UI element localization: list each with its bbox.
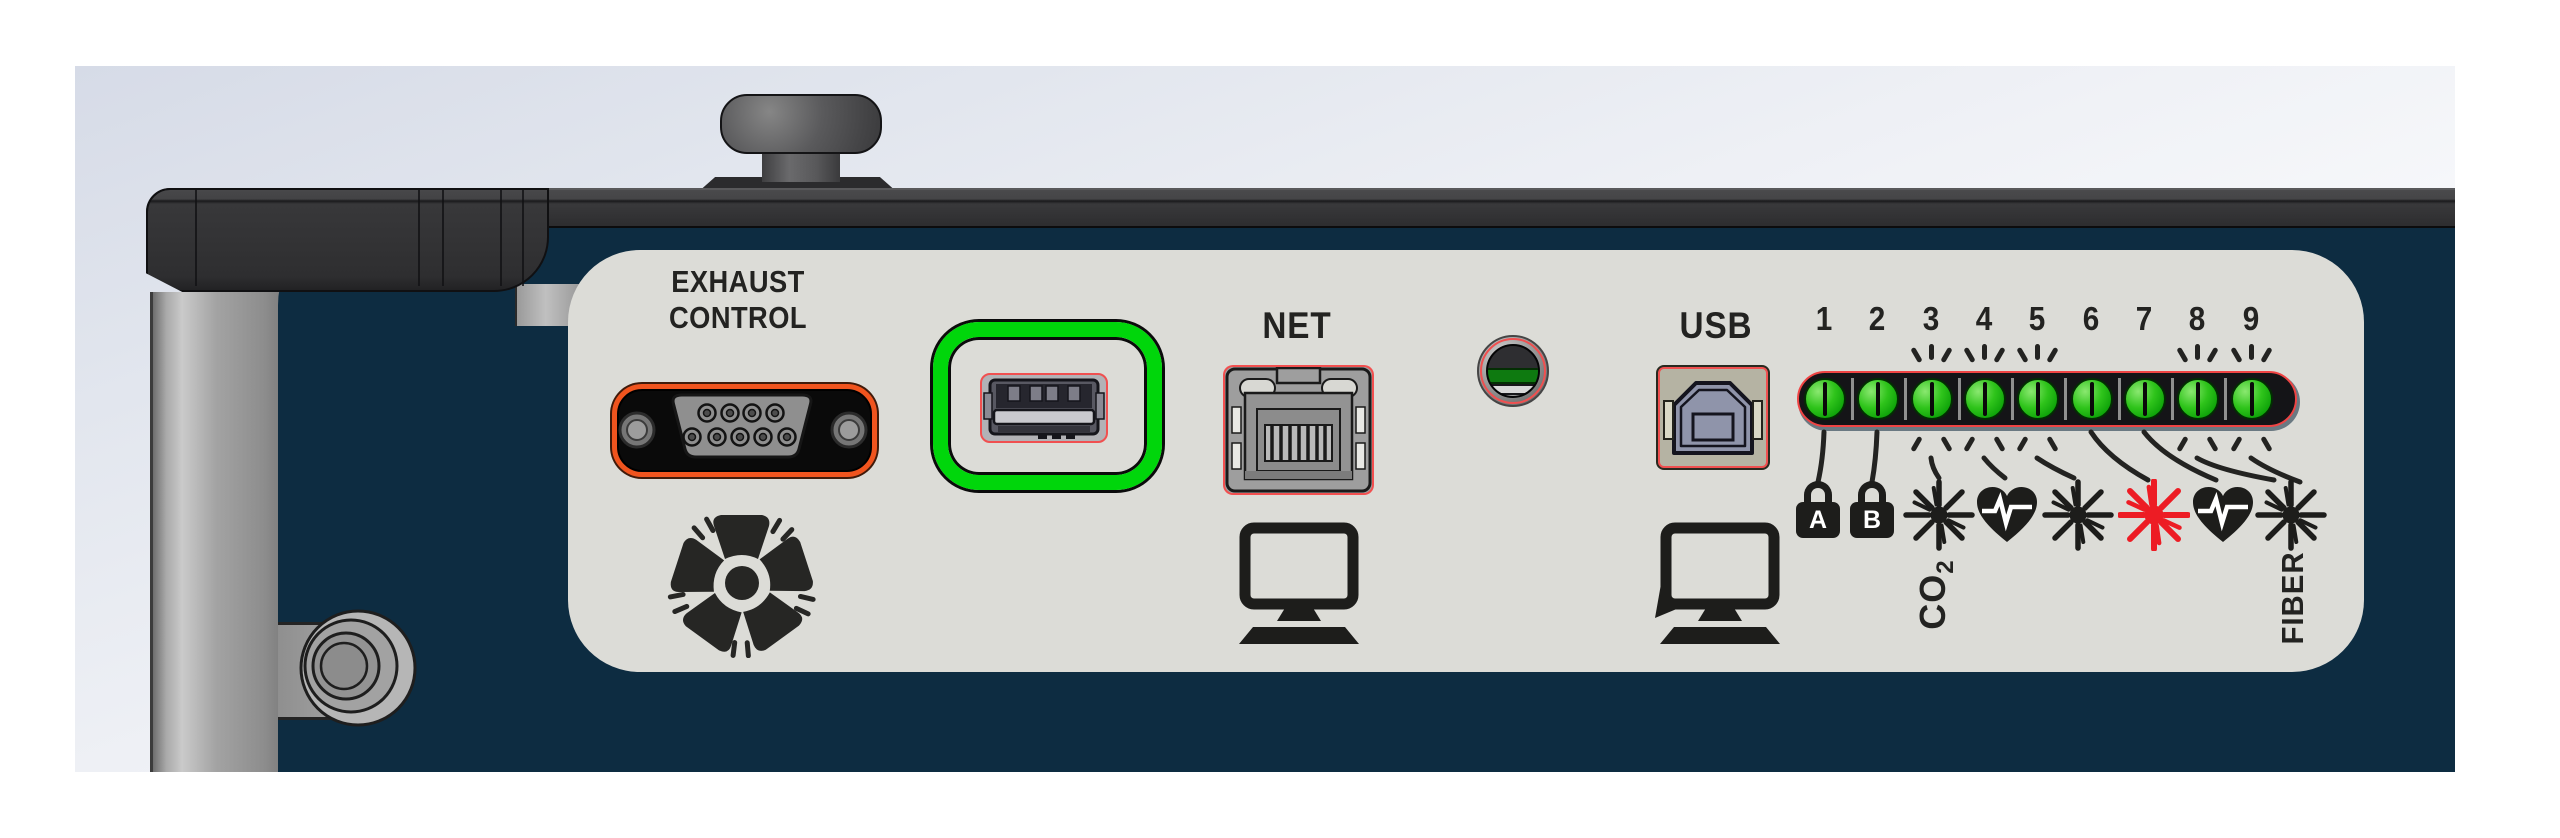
usb-label: USB xyxy=(1679,305,1753,346)
rj45-face xyxy=(1225,367,1372,493)
rail-seam xyxy=(195,190,197,286)
carry-knob xyxy=(720,94,882,154)
exhaust-db9-connector xyxy=(612,384,877,477)
terminal-separator xyxy=(2118,378,2121,420)
usb-b-face xyxy=(1663,381,1763,455)
rail-seam xyxy=(418,190,420,286)
blink-ray xyxy=(2249,344,2254,360)
hinge-barrel xyxy=(299,609,417,727)
rail-seam xyxy=(442,190,444,286)
terminal-number-6: 6 xyxy=(2082,300,2100,337)
terminal-number-4: 4 xyxy=(1975,300,1993,337)
exhaust-line1: EXHAUST xyxy=(671,264,805,299)
screw-terminal-4 xyxy=(1964,378,2006,420)
terminal-number-7: 7 xyxy=(2135,300,2153,337)
screw-terminal-7 xyxy=(2124,378,2166,420)
screw-terminal-3 xyxy=(1911,378,1953,420)
laser-star-icon xyxy=(2255,479,2327,551)
usb-b-port xyxy=(1658,367,1768,468)
rail-seam xyxy=(522,190,524,286)
fiber-label: FIBER xyxy=(2275,551,2310,645)
heartbeat-heart-icon xyxy=(1977,487,2037,542)
exhaust-control-label: EXHAUST CONTROL xyxy=(641,264,835,336)
screw-terminal-9 xyxy=(2231,378,2273,420)
co2-subscript: 2 xyxy=(1932,560,1959,574)
net-label: NET xyxy=(1262,305,1332,346)
connector-label-plate: EXHAUST CONTROL xyxy=(568,250,2364,672)
lock-b-letter: B xyxy=(1862,506,1882,534)
terminal-number-9: 9 xyxy=(2242,300,2260,337)
co2-base: CO xyxy=(1912,573,1953,630)
laser-star-icon xyxy=(2042,479,2114,551)
lock-b-icon: B xyxy=(1850,502,1894,538)
blink-ray xyxy=(2035,344,2040,360)
blink-ray xyxy=(1929,344,1934,360)
terminal-number-2: 2 xyxy=(1868,300,1886,337)
terminal-separator xyxy=(2064,378,2067,420)
laser-star-icon xyxy=(1903,479,1975,551)
lock-b-shackle xyxy=(1858,481,1886,505)
rail-seam xyxy=(500,190,502,286)
led-core xyxy=(1486,344,1540,398)
terminal-number-3: 3 xyxy=(1922,300,1940,337)
blink-ray xyxy=(1982,344,1987,360)
lock-a-shackle xyxy=(1804,481,1832,505)
lock-a-letter: A xyxy=(1808,506,1828,534)
net-rj45-port xyxy=(1225,367,1372,493)
terminal-separator xyxy=(1958,378,1961,420)
screw-terminal-5 xyxy=(2017,378,2059,420)
led-stripe xyxy=(1488,346,1538,368)
terminal-separator xyxy=(2224,378,2227,420)
screw-terminal-6 xyxy=(2071,378,2113,420)
heartbeat-heart-icon xyxy=(2193,487,2253,542)
screw-terminal-8 xyxy=(2177,378,2219,420)
screw-terminal-2 xyxy=(1857,378,1899,420)
monitor-cursor-icon xyxy=(1655,522,1780,644)
status-led xyxy=(1477,335,1549,407)
terminal-separator xyxy=(1904,378,1907,420)
terminal-number-8: 8 xyxy=(2188,300,2206,337)
terminal-separator xyxy=(1851,378,1854,420)
terminal-separator xyxy=(2171,378,2174,420)
db9-face xyxy=(618,393,868,459)
led-stripe xyxy=(1488,395,1538,396)
usb-a-port xyxy=(980,373,1108,443)
blink-ray xyxy=(2195,344,2200,360)
terminal-number-5: 5 xyxy=(2028,300,2046,337)
screw-terminal-1 xyxy=(1804,378,1846,420)
led-stripe xyxy=(1488,386,1538,393)
exhaust-line2: CONTROL xyxy=(669,300,807,335)
usb-a-highlight-box xyxy=(933,322,1162,490)
top-rail-left-section xyxy=(146,188,549,292)
terminal-separator xyxy=(2011,378,2014,420)
co2-label: CO2 xyxy=(1910,540,1959,650)
laser-star-red-icon xyxy=(2118,479,2190,551)
monitor-icon xyxy=(1239,522,1359,644)
render-scene: EXHAUST CONTROL xyxy=(75,66,2455,772)
fan-icon xyxy=(667,508,817,658)
cursor-arrow-icon xyxy=(1655,584,1679,618)
led-red-ring xyxy=(1480,338,1546,404)
terminal-block xyxy=(1797,371,2297,427)
leader-lines xyxy=(1815,429,2303,485)
usb-a-face xyxy=(983,378,1105,439)
terminal-number-1: 1 xyxy=(1815,300,1833,337)
led-green-stripe xyxy=(1488,368,1538,384)
chassis-side-column xyxy=(150,292,287,772)
lock-a-icon: A xyxy=(1796,502,1840,538)
